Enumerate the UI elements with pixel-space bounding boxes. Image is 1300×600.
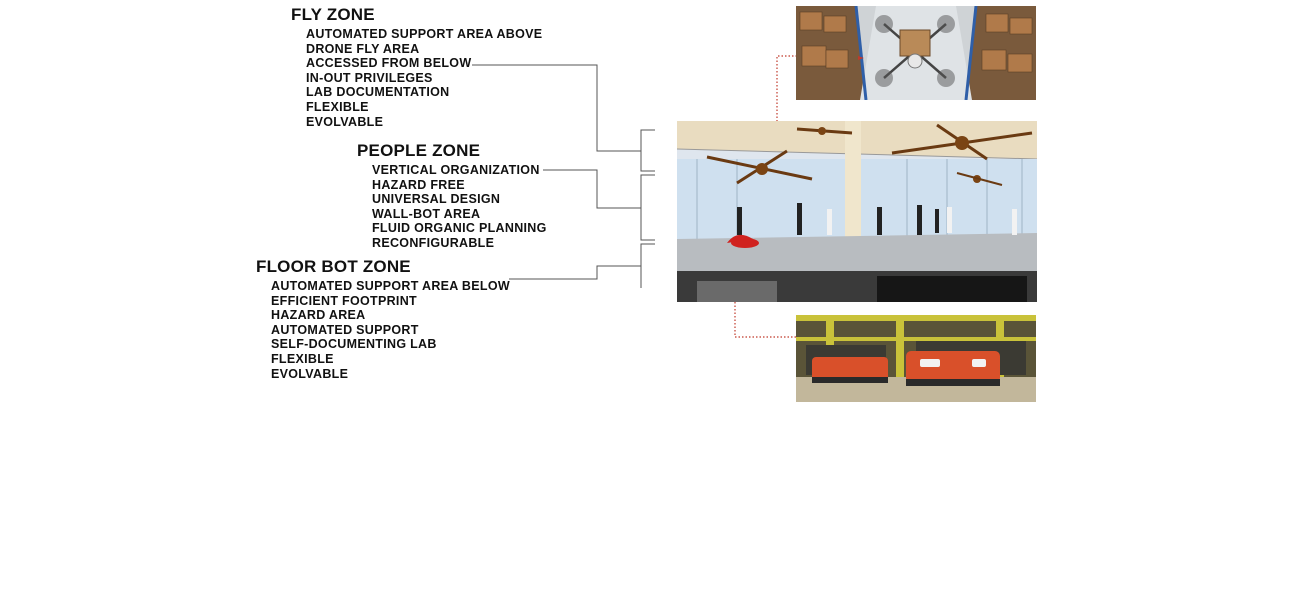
list-item: IN-OUT PRIVILEGES — [306, 70, 433, 85]
people-bracket — [640, 174, 655, 241]
list-item: HAZARD FREE — [372, 177, 465, 192]
floor-robot-photo — [796, 315, 1036, 402]
fly-zone-connector — [472, 64, 641, 152]
fly-red-dotted-link — [776, 55, 796, 125]
list-item: FLEXIBLE — [271, 351, 334, 366]
floor-bot-zone-list: AUTOMATED SUPPORT AREA BELOW EFFICIENT F… — [271, 279, 510, 381]
list-item: FLEXIBLE — [306, 99, 369, 114]
people-zone-connector — [543, 169, 641, 209]
list-item: ACCESSED FROM BELOW — [306, 56, 472, 71]
fly-bracket — [640, 129, 655, 172]
floor-bot-bracket — [640, 243, 655, 288]
floor-bot-zone-title: FLOOR BOT ZONE — [256, 257, 411, 276]
list-item: SELF-DOCUMENTING LAB — [271, 337, 437, 352]
list-item: RECONFIGURABLE — [372, 235, 495, 250]
fly-zone-title: FLY ZONE — [291, 5, 375, 24]
list-item: FLUID ORGANIC PLANNING — [372, 221, 547, 236]
list-item: EVOLVABLE — [306, 114, 384, 129]
list-item: EVOLVABLE — [271, 366, 349, 381]
list-item: LAB DOCUMENTATION — [306, 85, 450, 100]
list-item: AUTOMATED SUPPORT AREA BELOW — [271, 279, 510, 293]
fly-zone-list: AUTOMATED SUPPORT AREA ABOVE DRONE FLY A… — [306, 27, 542, 129]
people-zone-title: PEOPLE ZONE — [357, 141, 481, 160]
list-item: AUTOMATED SUPPORT AREA ABOVE — [306, 27, 543, 41]
list-item: UNIVERSAL DESIGN — [372, 192, 501, 207]
list-item: AUTOMATED SUPPORT — [271, 322, 419, 337]
drone-warehouse-photo — [796, 6, 1036, 100]
lab-section-render — [677, 121, 1037, 302]
floor-red-dotted-link — [734, 302, 796, 338]
list-item: EFFICIENT FOOTPRINT — [271, 293, 417, 308]
list-item: HAZARD AREA — [271, 308, 366, 323]
floor-bot-zone-connector — [509, 265, 641, 280]
list-item: WALL-BOT AREA — [372, 206, 481, 221]
list-item: VERTICAL ORGANIZATION — [372, 163, 540, 177]
list-item: DRONE FLY AREA — [306, 41, 420, 56]
people-zone-list: VERTICAL ORGANIZATION HAZARD FREE UNIVER… — [372, 163, 547, 251]
